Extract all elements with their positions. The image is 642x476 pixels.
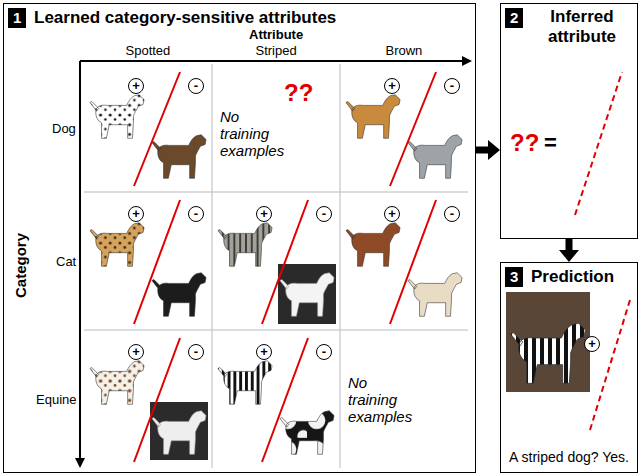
sign-marker: - <box>188 344 204 360</box>
sign-marker: + <box>256 206 272 222</box>
panel-box: 3 Prediction A striped dog? Yes. <box>500 262 638 473</box>
prediction-caption: A striped dog? Yes. <box>503 449 635 466</box>
arrow-shaft <box>476 147 490 154</box>
axis-title: Attribute <box>249 27 303 42</box>
animal-photo <box>346 95 400 138</box>
axis-arrowhead <box>462 56 472 66</box>
inferred-classifier-line <box>575 72 622 215</box>
empty-cell-note: No training examples <box>348 374 414 425</box>
row-header: Equine <box>36 392 76 407</box>
panel-number: 3 <box>505 267 523 287</box>
axis-line <box>79 61 81 458</box>
sign-marker: + <box>384 78 400 94</box>
animal-photo <box>218 223 272 267</box>
panel-box: 2 Inferred attribute <box>500 3 638 239</box>
sign-marker: + <box>128 344 144 360</box>
animal-photo <box>152 273 206 317</box>
animal-photo <box>152 135 206 179</box>
panel-number: 1 <box>8 8 26 28</box>
sign-marker: - <box>316 206 332 222</box>
animal-photo <box>90 95 144 138</box>
column-header: Striped <box>256 43 297 58</box>
sign-marker: - <box>444 78 460 94</box>
animal-photo <box>408 135 462 179</box>
animal-photo <box>90 223 144 267</box>
photo-background <box>278 264 336 324</box>
panel-number: 2 <box>505 8 523 28</box>
grid-line <box>84 330 468 331</box>
unknown-marker: ?? <box>284 80 313 106</box>
animal-photo <box>346 223 400 267</box>
grid-line <box>84 192 468 193</box>
panel-title: Prediction <box>531 267 614 287</box>
flow-arrow <box>476 140 500 160</box>
sign-marker: + <box>128 206 144 222</box>
grid-line <box>212 64 213 468</box>
sign-marker: - <box>188 78 204 94</box>
sign-marker: - <box>444 206 460 222</box>
animal-photo <box>218 361 272 405</box>
animal-photo <box>280 411 334 455</box>
animal-photo <box>511 323 586 383</box>
arrowhead <box>488 140 500 160</box>
sign-marker: - <box>316 344 332 360</box>
axis-arrowhead <box>75 458 85 468</box>
sign-marker: + <box>584 336 600 352</box>
row-header: Cat <box>56 254 76 269</box>
axis-line <box>80 60 462 62</box>
flow-arrow <box>559 239 579 262</box>
panel-title: Inferred attribute <box>529 7 635 47</box>
inferred-classifier-line <box>590 300 630 430</box>
sign-marker: - <box>188 206 204 222</box>
animal-photo <box>152 411 206 455</box>
unknown-marker: ?? <box>510 130 539 156</box>
animal-photo <box>408 273 462 317</box>
animal-photo <box>90 361 144 405</box>
photo-background <box>506 292 590 392</box>
axis-title: Category <box>12 232 29 297</box>
panel-title: Learned category-sensitive attributes <box>34 8 336 28</box>
photo-background <box>150 402 208 460</box>
grid-line <box>340 64 341 468</box>
column-header: Spotted <box>126 43 171 58</box>
arrowhead <box>559 250 579 262</box>
equals-sign: = <box>544 131 557 155</box>
empty-cell-note: No training examples <box>220 108 286 159</box>
column-header: Brown <box>386 43 423 58</box>
row-header: Dog <box>52 121 76 136</box>
sign-marker: + <box>256 344 272 360</box>
animal-photo <box>280 273 334 317</box>
sign-marker: + <box>384 206 400 222</box>
sign-marker: + <box>128 78 144 94</box>
